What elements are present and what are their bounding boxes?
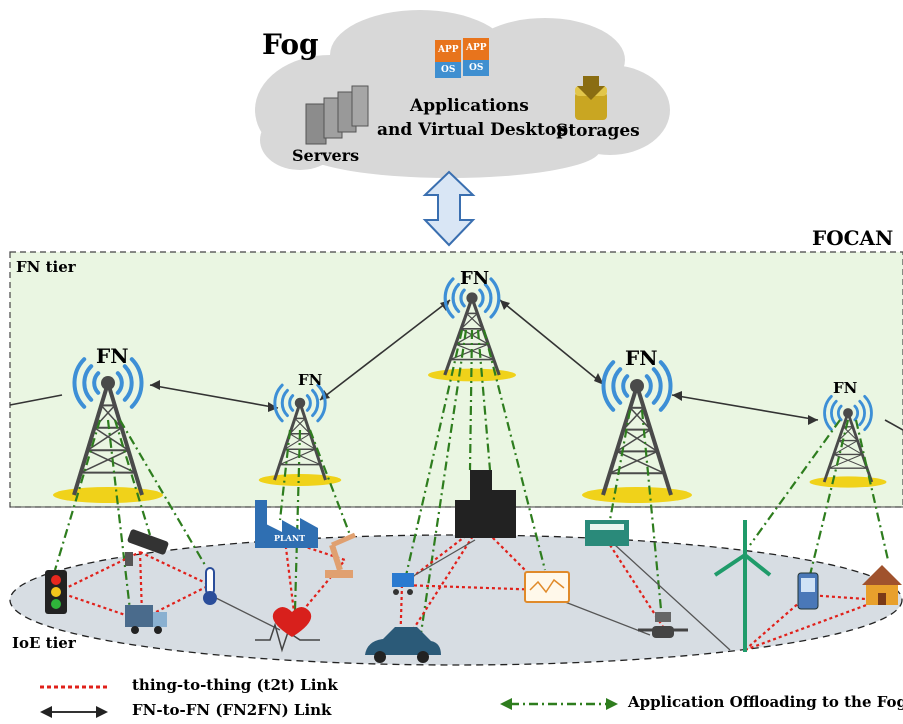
legend-fn2fn-arrow	[40, 706, 108, 718]
fn-tier-label: FN tier	[16, 258, 76, 276]
factory-plant-icon	[255, 500, 318, 548]
storage-icon	[575, 76, 607, 120]
servers-label: Servers	[292, 146, 360, 165]
legend-fn2fn-label: FN-to-FN (FN2FN) Link	[132, 701, 332, 719]
focan-label: FOCAN	[812, 226, 894, 250]
cloud-link-arrow	[422, 170, 476, 247]
fn-node-label-2: FN	[298, 371, 323, 389]
ioe-tier-label: IoE tier	[12, 634, 76, 652]
car-icon	[365, 627, 441, 663]
fn-node-label-4: FN	[625, 346, 658, 370]
robot-arm-icon	[325, 532, 356, 578]
thermometer-icon	[203, 567, 217, 605]
fn-node-label-3: FN	[460, 268, 490, 289]
legend-offload-label: Application Offloading to the Fog	[628, 693, 903, 711]
apps-label-line2: and Virtual Desktop	[377, 120, 569, 140]
fn2fn-links	[9, 299, 903, 431]
mobile-phone-icon	[797, 572, 819, 610]
fn-tower-base	[53, 487, 163, 503]
app-box-label-1: APP	[438, 45, 459, 55]
ioe-tier-area	[9, 534, 903, 666]
fn-node-label-5: FN	[833, 379, 858, 397]
apps-label-line1: Applications	[410, 96, 529, 116]
device-links	[209, 539, 731, 651]
legend-t2t-label: thing-to-thing (t2t) Link	[132, 676, 338, 694]
fn-tower-base	[582, 487, 692, 503]
wind-turbine-icon	[713, 520, 772, 652]
fn-node-label-1: FN	[96, 344, 129, 368]
drone-icon	[638, 612, 688, 638]
truck-icon	[125, 605, 167, 634]
city-buildings-icon	[455, 470, 516, 538]
shopping-cart-icon	[392, 573, 414, 595]
fn-tower-1	[53, 357, 163, 503]
fn2fn-arrowheads	[150, 300, 818, 425]
app-box-label-2: APP	[466, 43, 487, 53]
house-icon	[862, 565, 902, 605]
traffic-light-icon	[45, 570, 67, 614]
legend-offload-arrow	[500, 698, 618, 710]
fn-tower-2	[258, 383, 342, 486]
fn-tower-base	[258, 474, 342, 486]
heart-monitor-icon	[255, 607, 320, 653]
fog-cloud	[255, 10, 670, 178]
cloud-title: Fog	[262, 28, 319, 61]
fn-tower-base	[809, 476, 887, 488]
plant-label: PLANT	[274, 533, 306, 543]
app-os-icon	[435, 38, 489, 78]
cctv-camera-icon	[125, 529, 169, 566]
monitor-chart-icon	[524, 571, 570, 603]
fn-tower-4	[582, 360, 692, 503]
os-box-label-2: OS	[469, 63, 484, 73]
fn-tower-5	[809, 394, 887, 488]
factory-icon	[585, 520, 629, 546]
servers-icon	[305, 85, 369, 145]
storages-label: Storages	[556, 121, 640, 141]
os-box-label-1: OS	[441, 65, 456, 75]
